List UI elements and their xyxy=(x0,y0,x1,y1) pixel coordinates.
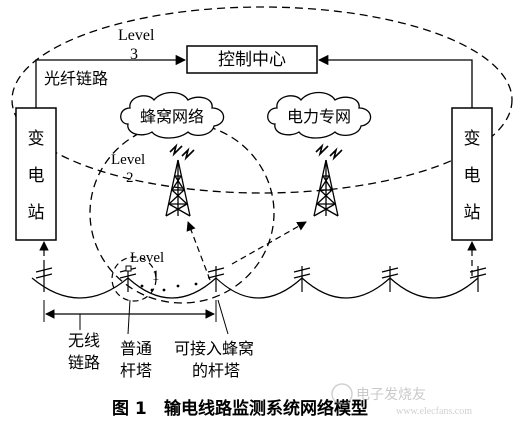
level1-word: Level xyxy=(130,250,164,266)
cellular-tower-label-line2: 的杆塔 xyxy=(192,361,240,380)
left-substation-char-3: 站 xyxy=(28,203,45,223)
right-substation-char-1: 变 xyxy=(464,129,481,149)
level2-ellipse xyxy=(89,122,275,304)
level1-circle xyxy=(111,256,157,302)
figure-caption: 输电线路监测系统网络模型 xyxy=(164,398,368,419)
uplink-arrow-cellular xyxy=(186,221,211,281)
normal-tower-leader xyxy=(127,299,131,335)
level3-number: 3 xyxy=(130,46,138,63)
level2-word: Level xyxy=(111,152,145,168)
wireless-link-label-line1: 无线 xyxy=(68,331,100,350)
transmission-line xyxy=(31,277,479,299)
fiber-link-right xyxy=(317,54,473,108)
wireless-link-label-line2: 链路 xyxy=(68,353,100,372)
normal-tower-label-line1: 普通 xyxy=(120,339,152,358)
power-network-cloud-label: 电力专网 xyxy=(287,107,351,126)
fiber-link-label: 光纤链路 xyxy=(44,69,108,88)
watermark-text: 电子发烧友 xyxy=(356,387,426,403)
cellular-tower-leader xyxy=(217,299,229,335)
cellular-cloud xyxy=(120,91,225,139)
cellular-tower-label-line1: 可接入蜂窝 xyxy=(174,339,254,358)
left-substation-box xyxy=(15,107,57,241)
power-poles xyxy=(35,266,487,292)
fiber-link-left xyxy=(35,54,187,108)
normal-tower-label-line2: 杆塔 xyxy=(120,361,152,380)
uplink-arrow-power xyxy=(231,221,307,265)
level1-number: 1 xyxy=(152,268,160,284)
level3-word: Level xyxy=(118,27,155,44)
right-substation-char-3: 站 xyxy=(464,203,481,223)
watermark-logo: 电子发烧友 www.elecfans.com xyxy=(331,383,472,417)
sensor-node xyxy=(125,265,132,272)
cellular-base-station xyxy=(165,143,195,217)
level2-number: 2 xyxy=(126,170,134,186)
power-network-base-station xyxy=(313,143,343,217)
control-center-label: 控制中心 xyxy=(218,50,286,70)
left-substation-char-2: 电 xyxy=(28,166,45,186)
wireless-hop-dots xyxy=(140,282,198,292)
figure-number: 图 1 xyxy=(112,399,147,419)
power-network-cloud xyxy=(267,91,372,139)
left-substation-char-1: 变 xyxy=(28,129,45,149)
watermark-url: www.elecfans.com xyxy=(396,406,472,417)
right-substation-char-2: 电 xyxy=(464,166,481,186)
control-center-box xyxy=(186,45,318,74)
level3-ellipse xyxy=(11,6,513,194)
cellular-cloud-label: 蜂窝网络 xyxy=(140,107,204,126)
